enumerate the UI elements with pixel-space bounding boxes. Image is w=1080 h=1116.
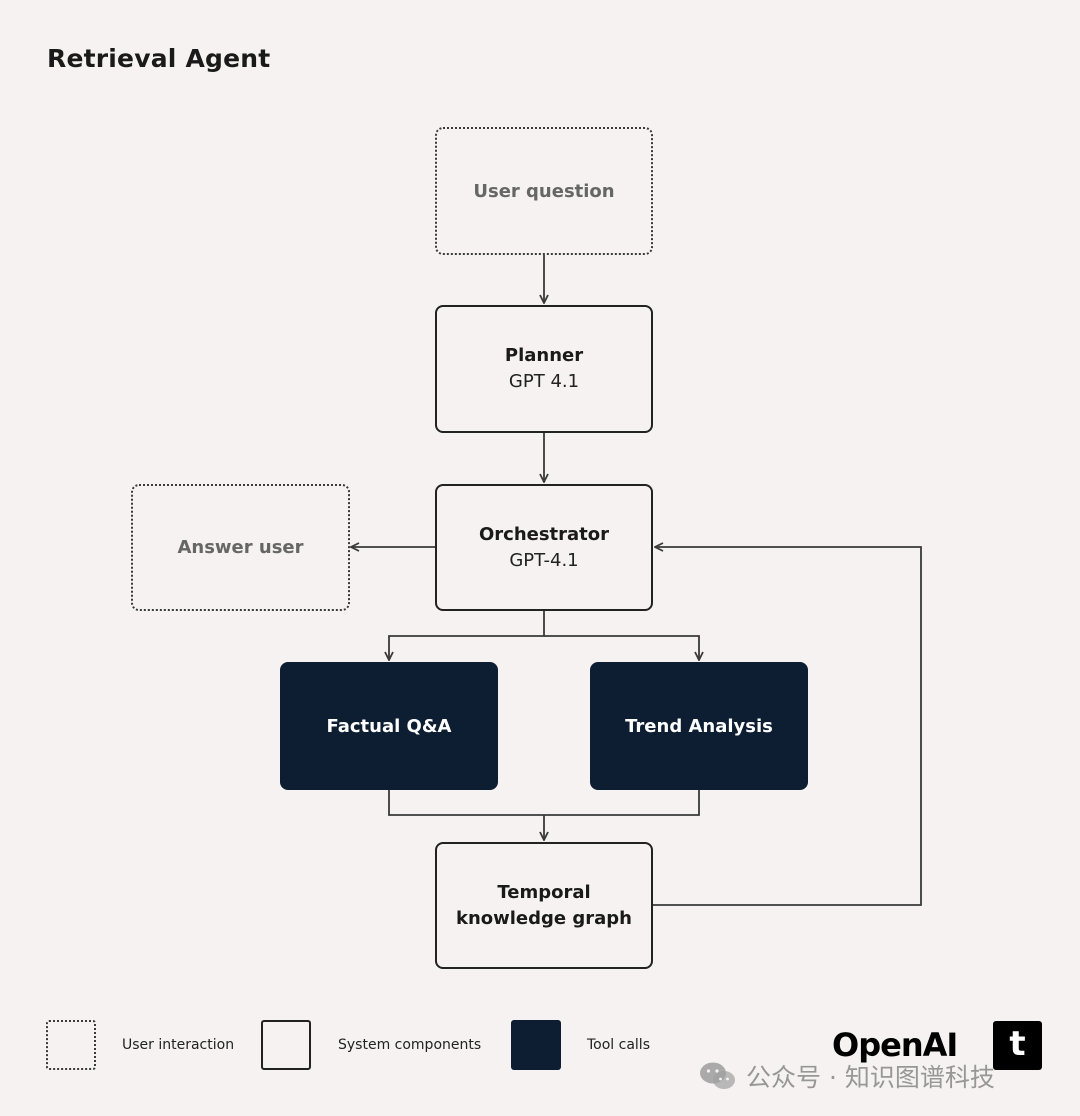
trend-analysis-label: Trend Analysis <box>625 715 773 737</box>
planner-model: GPT 4.1 <box>508 371 580 392</box>
answer-user-label: Answer user <box>177 537 304 558</box>
temporal-knowledge-graph-node: Temporal knowledge graph <box>435 842 653 969</box>
diagram-title: Retrieval Agent <box>47 44 271 73</box>
wechat-icon <box>700 1062 735 1089</box>
legend-system-components-swatch <box>261 1020 311 1070</box>
orchestrator-node: Orchestrator GPT-4.1 <box>435 484 653 611</box>
answer-user-node: Answer user <box>131 484 350 611</box>
legend-tool-calls-label: Tool calls <box>587 1037 650 1053</box>
edge-tkg-to-orchestrator <box>653 547 922 906</box>
edge-factual-to-tkg <box>388 790 700 816</box>
planner-node: Planner GPT 4.1 <box>435 305 653 433</box>
watermark-text: 公众号 · 知识图谱科技 <box>746 1063 995 1092</box>
planner-name: Planner <box>504 345 584 366</box>
trend-analysis-node: Trend Analysis <box>590 662 808 790</box>
legend-user-interaction-swatch <box>46 1020 96 1070</box>
legend-user-interaction-label: User interaction <box>122 1037 235 1053</box>
orchestrator-model: GPT-4.1 <box>509 549 579 571</box>
orchestrator-name: Orchestrator <box>478 523 610 545</box>
factual-qa-node: Factual Q&A <box>280 662 498 790</box>
tkg-label: Temporal knowledge graph <box>455 881 632 929</box>
watermark: 公众号 · 知识图谱科技 <box>698 1058 995 1094</box>
edge-orchestrator-to-factual <box>389 611 545 660</box>
brand-badge-icon: t <box>993 1021 1042 1070</box>
legend-system-components-label: System components <box>338 1037 482 1053</box>
user-question-label: User question <box>473 180 615 202</box>
user-question-node: User question <box>435 127 653 255</box>
edge-orchestrator-to-trend <box>544 635 699 660</box>
factual-qa-label: Factual Q&A <box>326 715 452 737</box>
legend-tool-calls-swatch <box>511 1020 561 1070</box>
openai-logo: OpenAI <box>832 1026 958 1064</box>
